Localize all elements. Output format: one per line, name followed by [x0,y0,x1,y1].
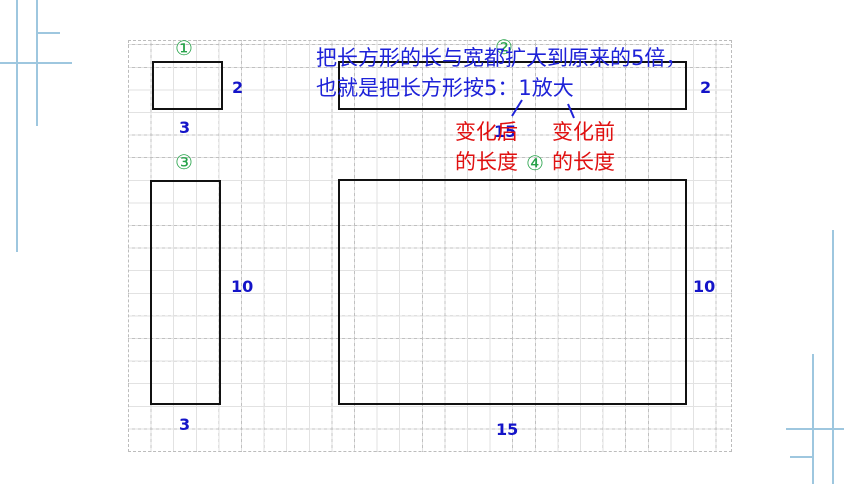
figure-marker-2: ② [495,35,513,59]
after-length-label-1: 变化后 [455,120,518,144]
rectangle-4 [338,179,687,405]
rectangle-2 [338,61,687,110]
rect4-width-label: 15 [496,420,519,439]
rect2-height-label: 2 [700,78,712,97]
figure-marker-1: ① [175,36,193,60]
before-length-label-2: 的长度 [552,150,615,174]
caption-line-1: 把长方形的长与宽都扩大到原来的5倍， [316,46,687,70]
decor-line [0,62,72,64]
figure-marker-3: ③ [175,150,193,174]
rectangle-1 [152,61,223,110]
rect4-height-label: 10 [693,277,716,296]
decor-line [16,0,18,252]
after-length-label-2: 的长度 [455,150,518,174]
decor-line [786,428,844,430]
decor-line [832,230,834,484]
arrow-to-five [511,99,523,117]
figure-marker-4: ④ [526,151,544,175]
rect2-width-label: 15 [494,122,517,141]
decor-line [812,354,814,484]
before-length-label-1: 变化前 [552,120,615,144]
rect3-height-label: 10 [231,277,254,296]
decor-line [36,32,60,34]
caption-line-2: 也就是把长方形按5：1放大 [316,76,574,100]
rectangle-3 [150,180,221,405]
decor-line [790,456,814,458]
rect1-width-label: 3 [179,118,191,137]
rect3-width-label: 3 [179,415,191,434]
arrow-to-one [567,103,575,119]
rect1-height-label: 2 [232,78,244,97]
